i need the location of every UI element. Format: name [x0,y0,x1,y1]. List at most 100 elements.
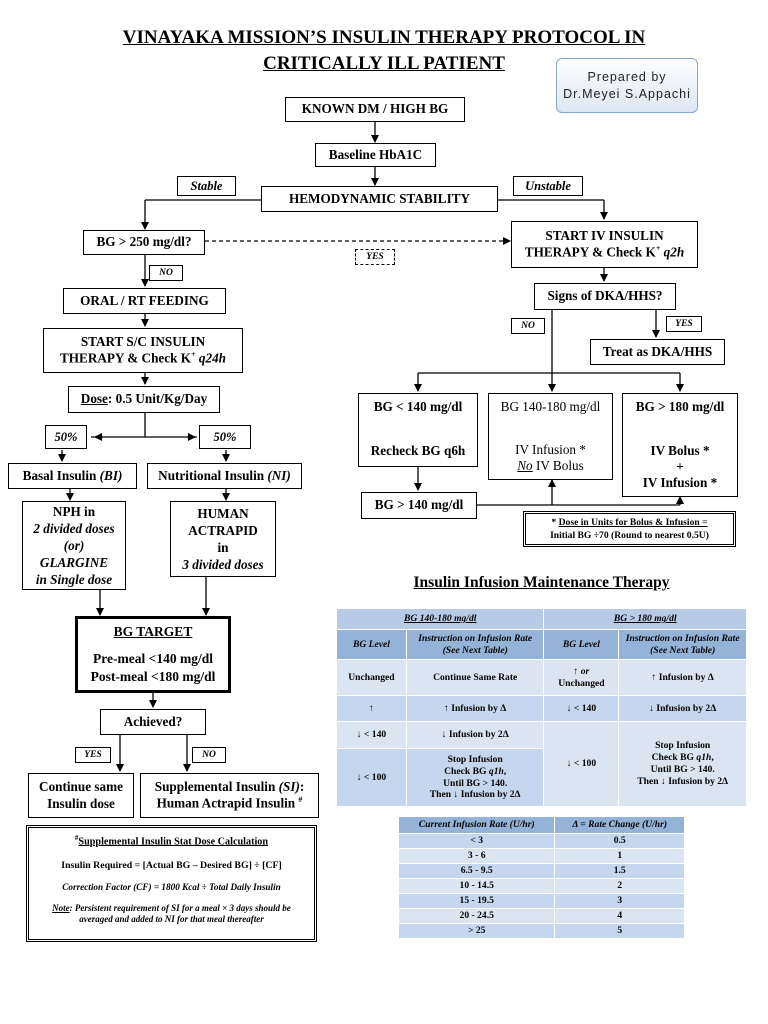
rate-current: > 25 [397,923,556,939]
known-dm-text: KNOWN DM / HIGH BG [301,101,449,117]
nph-line5: in Single dose [35,572,113,588]
maintenance-row: ↑ ↑ Infusion by Δ ↓ < 140 ↓ Infusion by … [336,695,747,722]
rate-header-delta: Δ = Rate Change (U/hr) [554,816,685,834]
bg-lt140-text: BG < 140 mg/dl [373,399,463,414]
no-iv-bolus-text: IV Bolus [532,458,584,474]
cell-check-bg: Check BG [444,765,489,777]
supp-calc-sup: # [74,834,79,842]
cell-unchanged: Unchanged [558,677,605,689]
prepared-by-label: Prepared by [587,69,667,84]
no-iv-bolus-em: No [517,458,533,474]
cell-bg-level: ↓ < 100 [543,721,620,807]
cell-check-comma: , [503,765,507,777]
page-title: VINAYAKA MISSION’S INSULIN THERAPY PROTO… [122,27,646,48]
rate-change-table: Current Infusion Rate (U/hr) Δ = Rate Ch… [397,816,685,939]
basal-insulin-text: Basal Insulin [22,467,100,483]
human-actrapid-box: HUMAN ACTRAPID in 3 divided doses [170,501,276,577]
col-header-bg-level: BG Level [336,629,407,660]
rate-current: 10 - 14.5 [397,878,556,894]
maintenance-row: ↓ < 100 Stop Infusion Check BG q1h, Unti… [336,748,747,807]
rate-delta: 1 [554,848,685,864]
col-header-instruction-2: Instruction on Infusion Rate (See Next T… [618,629,747,660]
col-header-bg-level-2: BG Level [543,629,620,660]
rate-delta: 4 [554,908,685,924]
cell-bg-level: Unchanged [336,659,407,696]
rate-current: 3 - 6 [397,848,556,864]
human-line2: ACTRAPID [188,522,258,538]
treat-dka-text: Treat as DKA/HHS [602,343,713,359]
percent-right-label: 50% [199,425,251,449]
supplemental-line1: Supplemental Insulin [154,779,279,795]
baseline-hba1c-text: Baseline HbA1C [328,146,423,162]
cell-bg-level: ↓ < 140 [543,695,620,722]
dka-text: Signs of DKA/HHS? [547,288,663,304]
yes-tag-dka: YES [666,316,702,332]
bg-250-decision-box: BG > 250 mg/dl? [83,230,205,255]
nph-line1: NPH in [52,503,96,519]
cell-until: Until BG > 140. [650,764,715,775]
achieved-decision-box: Achieved? [100,709,206,735]
prepared-by-author: Dr.Meyei S.Appachi [563,86,691,101]
supplemental-calculation-box: #Supplemental Insulin Stat Dose Calculat… [26,825,317,942]
cell-stop-infusion: Stop Infusion [447,753,503,765]
yes-tag-achieved: YES [75,747,111,763]
dose-note-line2: Initial BG ÷70 (Round to nearest 0.5U) [550,530,709,541]
bg-140-180-text: BG 140-180 mg/dl [500,399,601,414]
supp-calc-formula: Insulin Required = [Actual BG – Desired … [61,860,282,872]
human-line4: 3 divided doses [182,557,264,573]
iv-bolus-text: IV Bolus * [650,443,710,459]
cell-instruction: Stop Infusion Check BG q1h, Until BG > 1… [405,748,545,807]
cell-up-arrow: ↑ [573,666,579,677]
bg-gt180-text: BG > 180 mg/dl [635,399,725,414]
supplemental-sup: # [298,795,303,805]
recheck-text: Recheck BG q6h [370,443,466,459]
dose-note-box: * Dose in Units for Bolus & Infusion = I… [523,511,736,547]
no-tag-bg250: NO [149,265,183,281]
known-dm-box: KNOWN DM / HIGH BG [285,97,465,122]
percent-left-label: 50% [45,425,87,449]
dka-decision-box: Signs of DKA/HHS? [534,283,676,310]
cell-or: or [580,666,590,677]
start-sc-line1: START S/C INSULIN [80,334,206,350]
achieved-text: Achieved? [123,713,183,729]
continue-insulin-box: Continue same Insulin dose [28,773,134,818]
supp-calc-note-label: Note [52,903,70,914]
bg-target-premeal: Pre-meal <140 mg/dl [93,650,213,666]
maintenance-column-header: BG Level Instruction on Infusion Rate (S… [336,629,747,660]
rate-delta: 0.5 [554,833,685,849]
iv-infusion-text: IV Infusion * [515,442,586,458]
human-line1: HUMAN [197,505,249,521]
cell-then: Then ↓ Infusion by 2Δ [637,775,729,787]
yes-tag-bg250: YES [355,249,395,265]
bg-target-box: BG TARGET Pre-meal <140 mg/dl Post-meal … [75,616,231,693]
nutritional-insulin-text: Nutritional Insulin [158,467,268,483]
supplemental-line2: Human Actrapid Insulin [156,795,296,811]
hemodynamic-stability-text: HEMODYNAMIC STABILITY [288,190,471,206]
nph-glargine-box: NPH in 2 divided doses (or) GLARGINE in … [22,501,126,590]
cell-instruction: ↑ Infusion by Δ [618,659,747,696]
start-sc-insulin-box: START S/C INSULIN THERAPY & Check K+ q24… [43,328,243,373]
stable-label: Stable [177,176,236,196]
cell-check-freq: q1h [488,765,504,777]
cell-stop-infusion: Stop Infusion [655,740,711,752]
nutritional-insulin-abbr: (NI) [267,467,291,483]
bg-gt140-text: BG > 140 mg/dl [374,497,464,513]
continue-line2: Insulin dose [47,795,115,811]
cell-bg-level: ↑ [336,695,407,722]
cell-check-freq: q1h [696,752,712,764]
baseline-hba1c-box: Baseline HbA1C [315,143,436,167]
cell-instruction: ↑ Infusion by Δ [405,695,545,722]
nph-line4: GLARGINE [39,555,109,571]
maintenance-row: ↓ < 140 ↓ Infusion by 2Δ ↓ < 100 Stop In… [336,721,747,807]
cell-then: Then ↓ Infusion by 2Δ [429,789,521,801]
maintenance-title: Insulin Infusion Maintenance Therapy [413,574,670,591]
bg-250-text: BG > 250 mg/dl? [96,234,192,250]
supp-calc-cf: Correction Factor (CF) = 1800 Kcal ÷ Tot… [62,882,281,893]
supp-calc-note-text: : Persistent requirement of SI for a mea… [69,903,291,925]
